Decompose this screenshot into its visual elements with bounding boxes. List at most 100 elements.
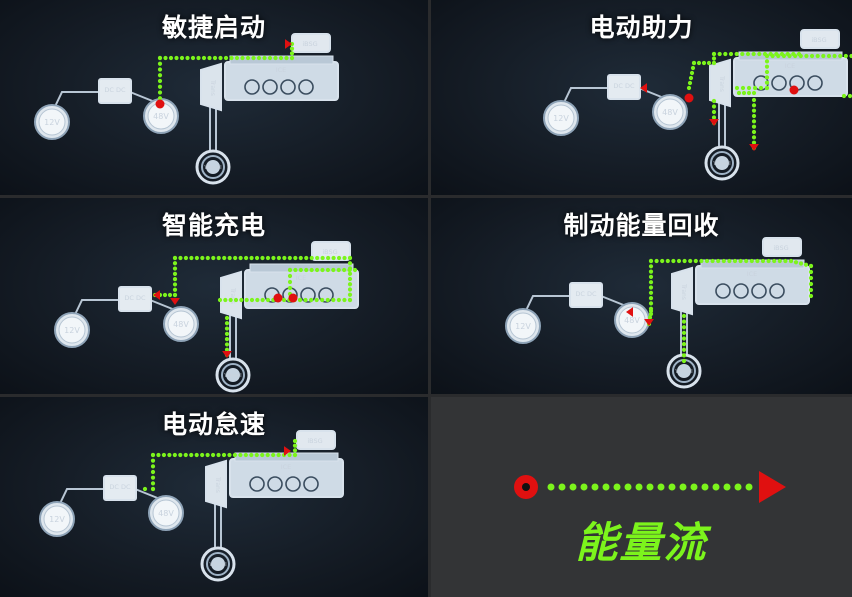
transmission: Trans xyxy=(671,266,693,316)
svg-text:Wheel: Wheel xyxy=(224,373,242,379)
wiring xyxy=(520,295,688,354)
panel-title: 电动怠速 xyxy=(161,410,266,439)
bsg-motor: iBSG xyxy=(296,430,336,450)
battery-48v: 48V xyxy=(652,94,688,130)
svg-text:Wheel: Wheel xyxy=(209,562,227,568)
energy-flow-path xyxy=(287,267,358,303)
svg-text:ICE: ICE xyxy=(747,270,758,278)
energy-source-marker xyxy=(273,293,283,303)
svg-text:12V: 12V xyxy=(553,114,569,123)
battery-48v: 48V xyxy=(614,302,650,338)
energy-flow-path xyxy=(681,313,687,364)
energy-flow-legend-arrow xyxy=(514,471,786,503)
flow-arrowhead xyxy=(644,319,654,326)
panel-title: 智能充电 xyxy=(161,211,266,240)
svg-text:iBSG: iBSG xyxy=(307,437,322,445)
legend-panel: 能量流 xyxy=(431,397,852,597)
svg-text:Trans: Trans xyxy=(229,287,236,304)
svg-text:Trans: Trans xyxy=(718,75,725,92)
transmission: Trans xyxy=(205,459,227,509)
panel-electric-idle: 12V 48V DC DC Trans ICE iBSG Wheel 电动怠速 xyxy=(0,397,428,597)
svg-text:iBSG: iBSG xyxy=(811,36,826,44)
wiring xyxy=(49,91,217,150)
svg-text:Wheel: Wheel xyxy=(675,369,693,375)
svg-text:DC DC: DC DC xyxy=(124,294,146,302)
powertrain-diagram: 12V 48V DC DC Trans ICE iBSG Wheel xyxy=(543,29,852,181)
bsg-motor: iBSG xyxy=(800,29,840,49)
dcdc-converter: DC DC xyxy=(103,475,137,501)
flow-arrowhead xyxy=(709,119,719,126)
bsg-motor: iBSG xyxy=(291,33,331,53)
energy-source-marker xyxy=(684,93,694,103)
wheel: Wheel xyxy=(704,145,740,181)
svg-text:48V: 48V xyxy=(624,316,640,325)
svg-text:DC DC: DC DC xyxy=(104,86,126,94)
flow-arrowhead xyxy=(285,39,292,49)
battery-12v: 12V xyxy=(543,100,579,136)
panel-title: 敏捷启动 xyxy=(161,13,266,42)
transmission: Trans xyxy=(220,270,242,320)
svg-text:DC DC: DC DC xyxy=(109,483,131,491)
wheel: Wheel xyxy=(195,149,231,185)
energy-flow-arrow-icon xyxy=(514,471,786,503)
bsg-motor: iBSG xyxy=(311,241,351,261)
svg-text:iBSG: iBSG xyxy=(773,244,788,252)
energy-flow-path xyxy=(736,90,757,96)
svg-text:ICE: ICE xyxy=(785,62,796,70)
wiring xyxy=(558,87,726,146)
legend-label: 能量流 xyxy=(575,518,708,567)
engine: ICE xyxy=(695,259,810,305)
flow-arrowhead xyxy=(170,298,180,305)
wiring xyxy=(69,299,237,358)
svg-text:Trans: Trans xyxy=(214,476,221,493)
battery-12v: 12V xyxy=(39,501,75,537)
battery-12v: 12V xyxy=(54,312,90,348)
dcdc-converter: DC DC xyxy=(98,78,132,104)
svg-text:iBSG: iBSG xyxy=(302,40,317,48)
battery-12v: 12V xyxy=(505,308,541,344)
svg-text:48V: 48V xyxy=(173,320,189,329)
panel-power-assist: 12V 48V DC DC Trans ICE iBSG Wheel 电动助力 xyxy=(431,0,852,195)
svg-text:ICE: ICE xyxy=(296,274,307,282)
svg-text:Wheel: Wheel xyxy=(204,165,222,171)
engine: ICE xyxy=(224,55,339,101)
svg-text:DC DC: DC DC xyxy=(613,82,635,90)
energy-flow-path xyxy=(142,438,298,492)
svg-text:12V: 12V xyxy=(64,326,80,335)
energy-flow-path xyxy=(686,51,802,91)
wiring xyxy=(54,488,222,547)
svg-text:48V: 48V xyxy=(662,108,678,117)
powertrain-diagram: 12V 48V DC DC Trans ICE iBSG Wheel xyxy=(39,430,344,582)
svg-text:iBSG: iBSG xyxy=(322,248,337,256)
wheel: Wheel xyxy=(215,357,251,393)
energy-flow-path xyxy=(751,97,757,151)
powertrain-diagram: 12V 48V DC DC Trans ICE iBSG Wheel xyxy=(54,241,359,393)
bsg-motor: iBSG xyxy=(762,237,802,257)
energy-source-marker xyxy=(288,293,298,303)
energy-source-marker xyxy=(155,99,165,109)
svg-text:48V: 48V xyxy=(158,509,174,518)
panel-title: 制动能量回收 xyxy=(563,211,720,240)
transmission: Trans xyxy=(200,62,222,112)
svg-text:48V: 48V xyxy=(153,112,169,121)
dcdc-converter: DC DC xyxy=(569,282,603,308)
svg-text:DC DC: DC DC xyxy=(575,290,597,298)
battery-48v: 48V xyxy=(148,495,184,531)
flow-arrowhead xyxy=(626,307,633,317)
flow-arrowhead xyxy=(222,351,232,358)
energy-flow-path xyxy=(224,315,230,358)
panel-title: 电动助力 xyxy=(589,13,694,42)
powertrain-diagram: 12V 48V DC DC Trans ICE iBSG Wheel xyxy=(505,237,814,389)
flow-arrowhead xyxy=(153,290,160,300)
wheel: Wheel xyxy=(666,353,702,389)
engine: ICE xyxy=(229,452,344,498)
battery-12v: 12V xyxy=(34,104,70,140)
svg-text:12V: 12V xyxy=(44,118,60,127)
flow-arrowhead xyxy=(749,144,759,151)
panel-smart-charging: 12V 48V DC DC Trans ICE iBSG Wheel 智能充电 xyxy=(0,198,428,394)
svg-text:Wheel: Wheel xyxy=(713,161,731,167)
dcdc-converter: DC DC xyxy=(118,286,152,312)
svg-text:ICE: ICE xyxy=(281,463,292,471)
